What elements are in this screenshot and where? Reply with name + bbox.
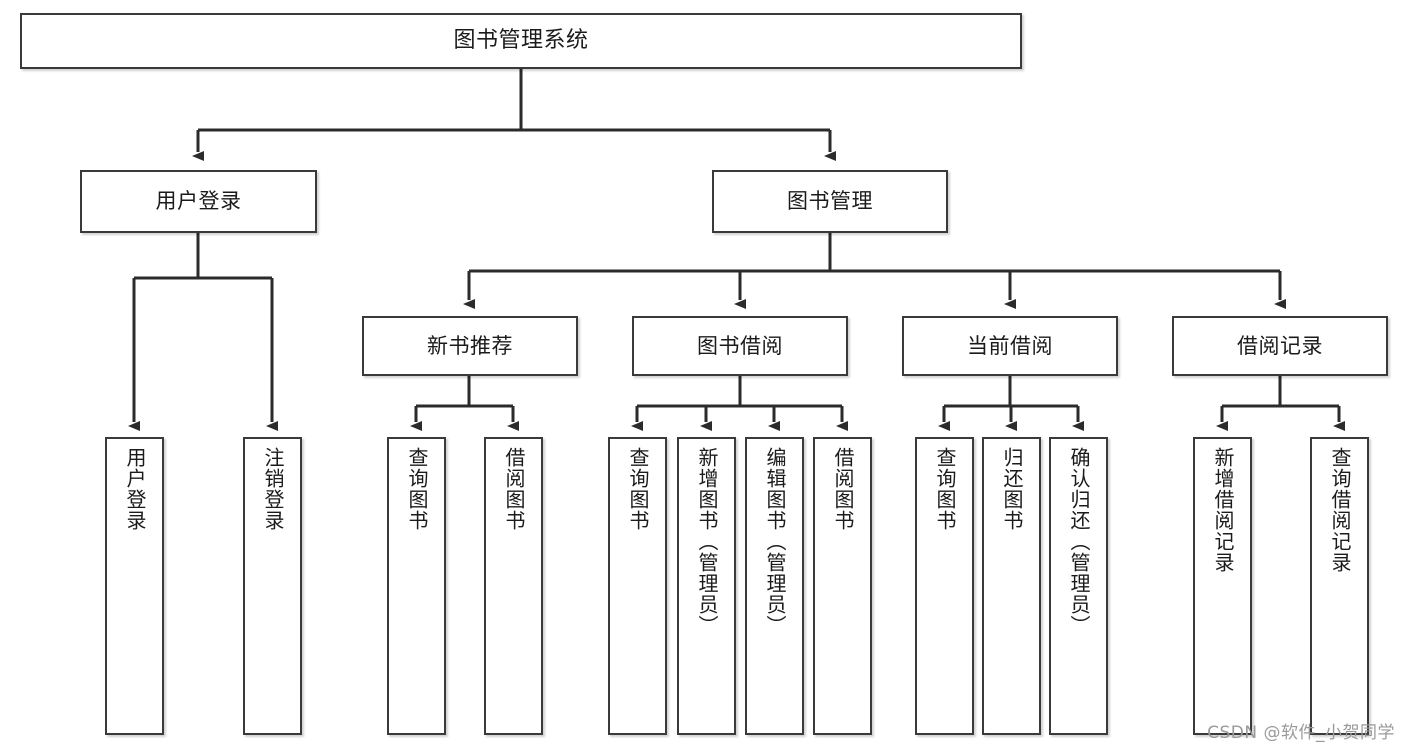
leaf-newbook-borrow-book[interactable]: 借阅图书	[484, 437, 543, 735]
node-label: 新书推荐	[427, 333, 513, 358]
leaf-borrow-borrow-book[interactable]: 借阅图书	[813, 437, 872, 735]
node-book-borrow[interactable]: 图书借阅	[632, 316, 848, 376]
node-label: 用户登录	[155, 189, 242, 214]
leaf-current-query-book[interactable]: 查询图书	[915, 437, 974, 735]
node-current-borrow[interactable]: 当前借阅	[902, 316, 1118, 376]
node-label: 图书借阅	[697, 333, 783, 358]
leaf-newbook-query-book[interactable]: 查询图书	[387, 437, 446, 735]
node-label: 确认归还（管理员）	[1067, 447, 1091, 636]
node-label: 新增图书（管理员）	[695, 447, 719, 636]
node-label: 查询图书	[626, 447, 650, 531]
node-user-login[interactable]: 用户登录	[80, 170, 317, 233]
node-book-management[interactable]: 图书管理	[712, 170, 948, 233]
leaf-borrow-add-book-admin[interactable]: 新增图书（管理员）	[677, 437, 736, 735]
node-label: 归还图书	[1000, 447, 1024, 531]
watermark: CSDN @软件_小贺同学	[1207, 723, 1395, 743]
leaf-borrow-edit-book-admin[interactable]: 编辑图书（管理员）	[745, 437, 804, 735]
node-label: 借阅图书	[502, 447, 526, 531]
leaf-user-login[interactable]: 用户登录	[105, 437, 164, 735]
node-label: 图书管理系统	[453, 28, 589, 54]
node-label: 查询图书	[405, 447, 429, 531]
node-label: 编辑图书（管理员）	[763, 447, 787, 636]
node-label: 借阅图书	[831, 447, 855, 531]
node-label: 用户登录	[123, 447, 147, 531]
node-label: 新增借阅记录	[1211, 447, 1235, 573]
node-new-book-recommend[interactable]: 新书推荐	[362, 316, 578, 376]
node-label: 图书管理	[787, 189, 873, 214]
node-label: 查询借阅记录	[1328, 447, 1352, 573]
leaf-record-query-record[interactable]: 查询借阅记录	[1310, 437, 1369, 735]
leaf-logout[interactable]: 注销登录	[243, 437, 302, 735]
leaf-borrow-query-book[interactable]: 查询图书	[608, 437, 667, 735]
node-borrow-record[interactable]: 借阅记录	[1172, 316, 1388, 376]
node-label: 当前借阅	[967, 333, 1053, 358]
leaf-record-add-record[interactable]: 新增借阅记录	[1193, 437, 1252, 735]
node-label: 注销登录	[261, 447, 285, 531]
leaf-current-return-book[interactable]: 归还图书	[982, 437, 1041, 735]
node-label: 借阅记录	[1237, 333, 1323, 358]
leaf-current-confirm-return-admin[interactable]: 确认归还（管理员）	[1049, 437, 1108, 735]
node-label: 查询图书	[933, 447, 957, 531]
node-root-system[interactable]: 图书管理系统	[20, 13, 1022, 69]
